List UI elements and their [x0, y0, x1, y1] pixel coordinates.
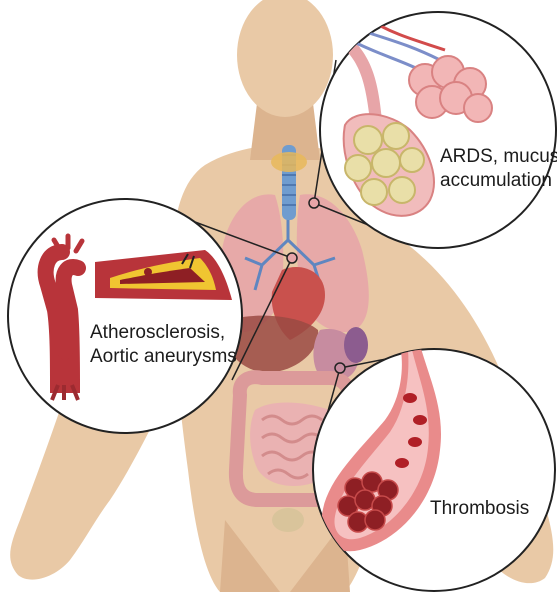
callout-artery: Atherosclerosis, Aortic aneurysms — [8, 199, 242, 433]
callout-vessel-line1: Thrombosis — [430, 498, 529, 519]
callout-lungs-line2: accumulation — [440, 170, 552, 191]
aortic-aneurysm — [53, 300, 77, 360]
callout-artery-circle — [8, 199, 242, 433]
connector-dot-vessel — [335, 363, 345, 373]
callout-lungs: ARDS, mucus accumulation — [320, 12, 557, 248]
connector-dot-lungs — [309, 198, 319, 208]
callout-artery-line1: Atherosclerosis, — [90, 322, 225, 343]
callout-artery-line2: Aortic aneurysms — [90, 346, 237, 367]
callout-lungs-line1: ARDS, mucus — [440, 146, 557, 167]
connector-dot-artery — [287, 253, 297, 263]
head — [237, 0, 333, 117]
thyroid — [271, 152, 307, 172]
spleen — [344, 327, 368, 363]
bladder — [272, 508, 304, 532]
